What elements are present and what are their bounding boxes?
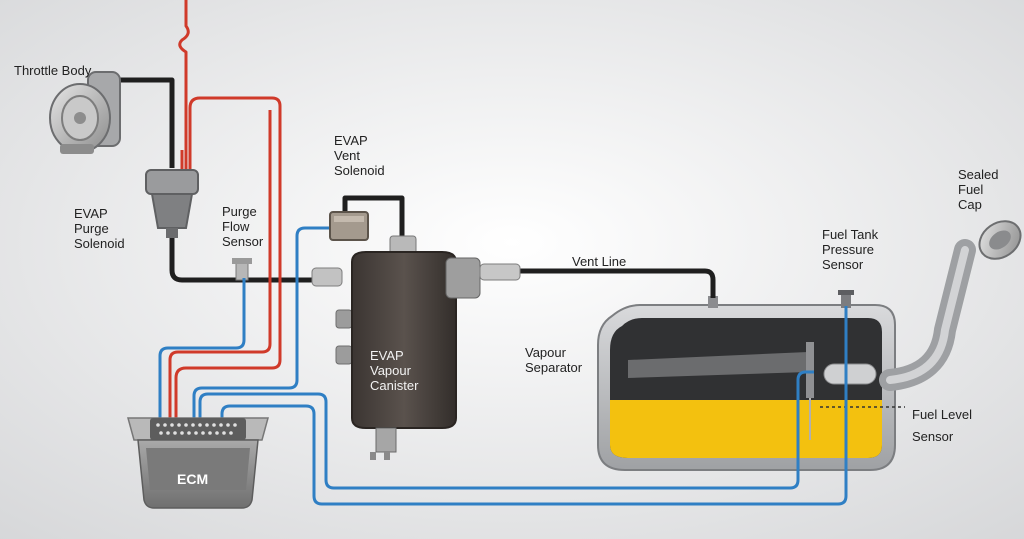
vapour-separator-plate [628,352,808,378]
fuel-tank [597,290,905,471]
label-evap-vent-solenoid: EVAP Vent Solenoid [334,133,385,178]
power-wires [168,0,282,422]
label-purge-flow-sensor: Purge Flow Sensor [222,204,264,249]
label-vent-line: Vent Line [572,254,627,269]
vacuum-lines [108,77,716,298]
label-throttle-body: Throttle Body [14,63,92,78]
label-sealed-fuel-cap: Sealed Fuel Cap [958,167,999,212]
filler-neck [879,220,1022,391]
fuel-level-sensor-probe [806,342,814,398]
ecm-module [127,417,269,509]
purge-to-canister-line [169,232,330,283]
canister-right-port [479,263,521,281]
label-vapour-separator: Vapour Separator [525,345,583,375]
fuel-level [610,400,882,458]
vent-solenoid-line [342,195,405,240]
purge-flow-sensor [235,261,249,281]
throttle-to-purge-line [108,77,175,168]
evap-vent-solenoid [329,211,369,241]
label-fuel-level-sensor: Fuel Level Sensor [912,407,972,444]
canister-body [351,251,457,429]
signal-wires [158,226,848,506]
vent-line [520,268,716,298]
throttle-body [49,71,121,154]
float-cylinder [823,363,877,385]
canister-left-port [311,267,343,287]
fuel-tank-pressure-sensor-body [841,294,851,308]
canister-right-valve [445,257,481,299]
label-evap-vapour-canister: EVAP Vapour Canister [370,348,419,393]
evap-vapour-canister [311,235,521,460]
label-ecm: ECM [177,471,209,487]
ecm-connector [150,418,246,440]
label-evap-purge-solenoid: EVAP Purge Solenoid [74,206,125,251]
label-fuel-tank-pressure-sensor: Fuel Tank Pressure Sensor [822,227,879,272]
evap-purge-solenoid [145,169,199,238]
